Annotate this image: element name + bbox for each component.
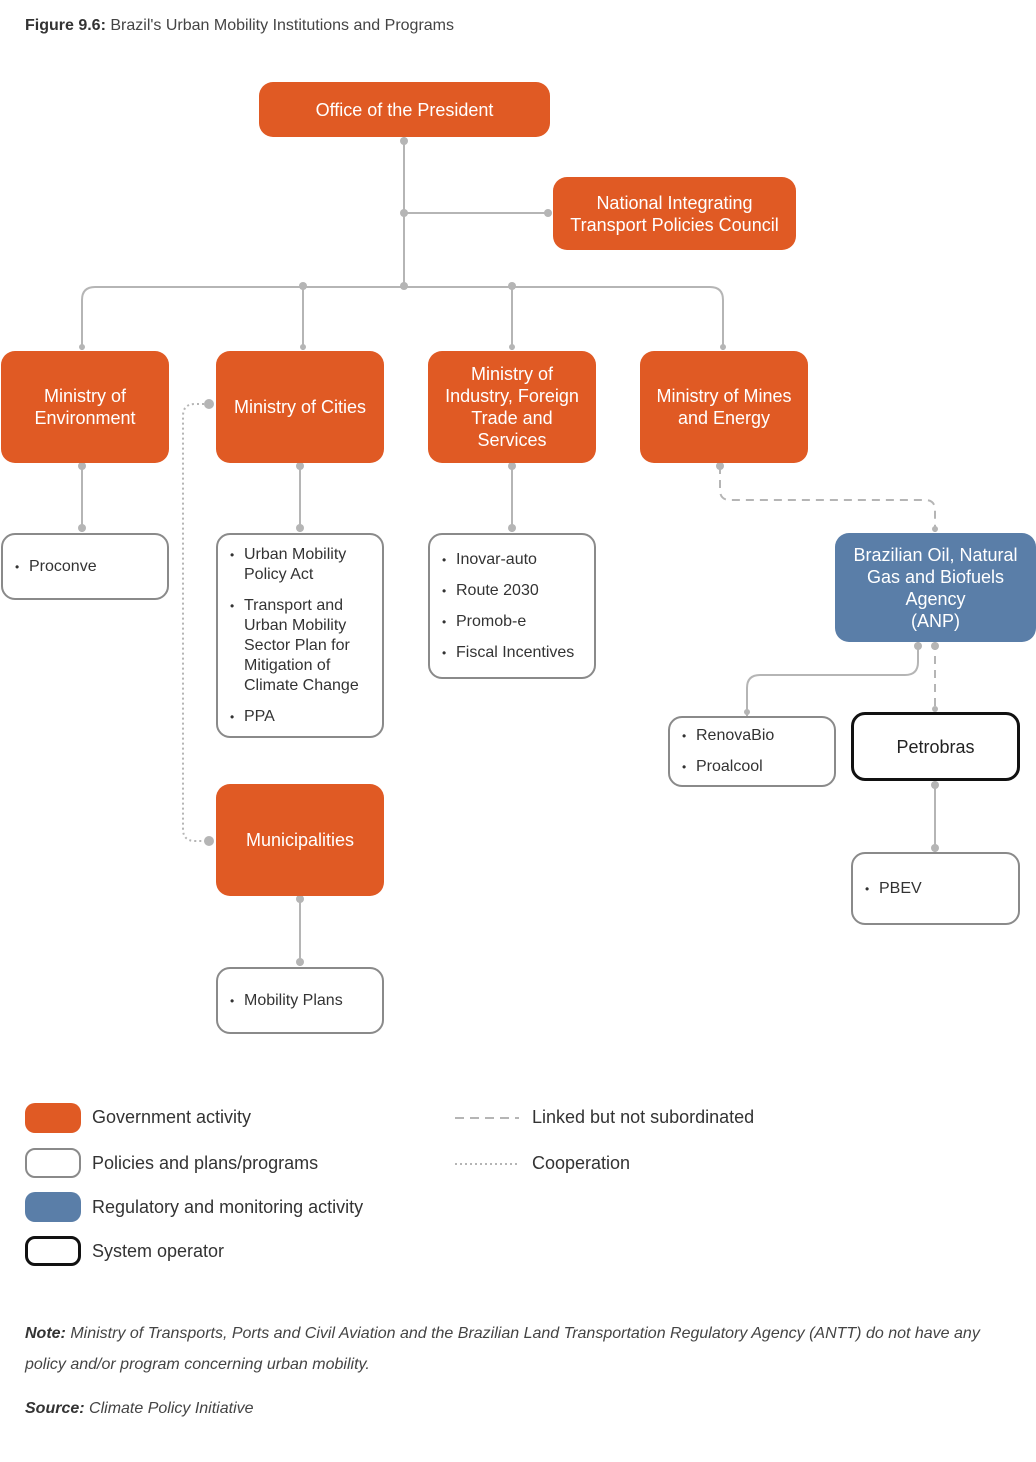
ministry-of-mines-and-energy: Ministry of Mines and Energy [640,351,808,463]
legend-line-samples [455,1117,519,1165]
petrobras: Petrobras [851,712,1020,781]
legend-label-cooperation: Cooperation [532,1153,631,1173]
ministry-bus [81,286,724,350]
note-label: Note: [25,1325,66,1342]
national-transport-council: National Integrating Transport Policies … [553,177,796,250]
municipalities-label: Municipalities [245,830,355,850]
program-item: PPA [230,707,359,727]
ministry-of-environment-label: Ministry of Environment [34,386,136,428]
municipalities: Municipalities [216,784,384,896]
program-item: Proconve [15,557,97,577]
legend-label-government: Government activity [92,1107,252,1127]
source-label: Source: [25,1400,85,1417]
program-item: Mobility Plans [230,991,343,1011]
note-text: Ministry of Transports, Ports and Civil … [25,1325,980,1373]
anp-agency-label: Brazilian Oil, Natural Gas and Biofuels … [853,544,1018,631]
cities-programs: Urban Mobility Policy Act Transport and … [216,533,384,738]
program-item: Inovar-auto [442,550,574,570]
figure-title-text: Brazil's Urban Mobility Institutions and… [110,17,454,34]
anp-agency: Brazilian Oil, Natural Gas and Biofuels … [835,533,1036,642]
note: Note: Ministry of Transports, Ports and … [25,1318,1015,1380]
legend-swatch-policies [25,1148,81,1178]
program-item: RenovaBio [682,726,774,746]
figure-label: Figure 9.6: [25,17,106,34]
program-item: Promob-e [442,612,574,632]
linked-line-mines-anp [719,466,936,532]
program-item: Proalcool [682,757,774,777]
program-item: PBEV [865,879,922,899]
ministry-of-industry: Ministry of Industry, Foreign Trade and … [428,351,596,463]
office-of-the-president: Office of the President [259,82,550,137]
ministry-of-industry-label: Ministry of Industry, Foreign Trade and … [445,364,579,450]
source: Source: Climate Policy Initiative [25,1393,1015,1424]
program-item: Urban Mobility Policy Act [230,545,359,585]
industry-programs: Inovar-auto Route 2030 Promob-e Fiscal I… [428,533,596,679]
program-item: Route 2030 [442,581,574,601]
municipalities-programs: Mobility Plans [216,967,384,1034]
petrobras-label: Petrobras [896,736,975,757]
national-transport-council-label: National Integrating Transport Policies … [570,192,779,235]
ministry-of-mines-and-energy-label: Ministry of Mines and Energy [656,386,792,428]
figure-title: Figure 9.6: Brazil's Urban Mobility Inst… [25,17,454,35]
environment-programs: Proconve [1,533,169,600]
legend-swatch-government [25,1103,81,1133]
program-item: Fiscal Incentives [442,643,574,663]
office-of-the-president-label: Office of the President [315,99,494,120]
ministry-of-environment: Ministry of Environment [1,351,169,463]
legend-swatch-operator [25,1236,81,1266]
legend-label-policies: Policies and plans/programs [92,1153,319,1173]
petrobras-programs: PBEV [851,852,1020,925]
legend-label-regulatory: Regulatory and monitoring activity [92,1197,364,1217]
ministry-of-cities: Ministry of Cities [216,351,384,463]
source-text: Climate Policy Initiative [89,1400,254,1417]
legend-swatch-regulatory [25,1192,81,1222]
legend-label-operator: System operator [92,1241,225,1261]
cooperation-line [182,403,209,842]
ministry-of-cities-label: Ministry of Cities [233,397,367,417]
program-item: Transport and Urban Mobility Sector Plan… [230,596,359,696]
legend-label-linked: Linked but not subordinated [532,1107,755,1127]
anp-programs: RenovaBio Proalcool [668,716,836,787]
